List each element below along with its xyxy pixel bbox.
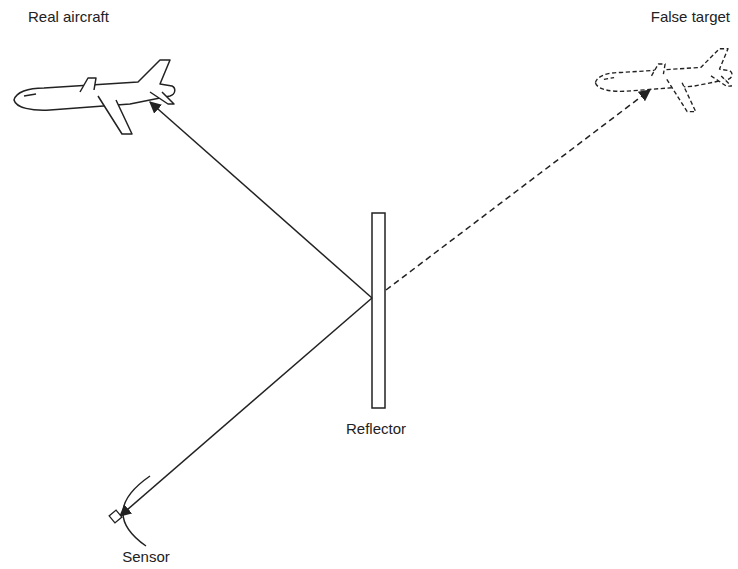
sensor-dish [123, 476, 150, 546]
real-aircraft [14, 60, 175, 134]
aircraft-label: Real aircraft [28, 8, 109, 26]
sensor-label: Sensor [122, 548, 170, 566]
reflector-plate [372, 213, 385, 408]
ray-to-aircraft [150, 102, 372, 298]
reflector-label: Reflector [346, 420, 406, 438]
sensor-feed [109, 510, 122, 523]
apparent-ray [386, 90, 650, 290]
false-target-label: False target [651, 8, 730, 26]
false-target [595, 49, 732, 112]
ray-to-sensor [120, 298, 372, 516]
